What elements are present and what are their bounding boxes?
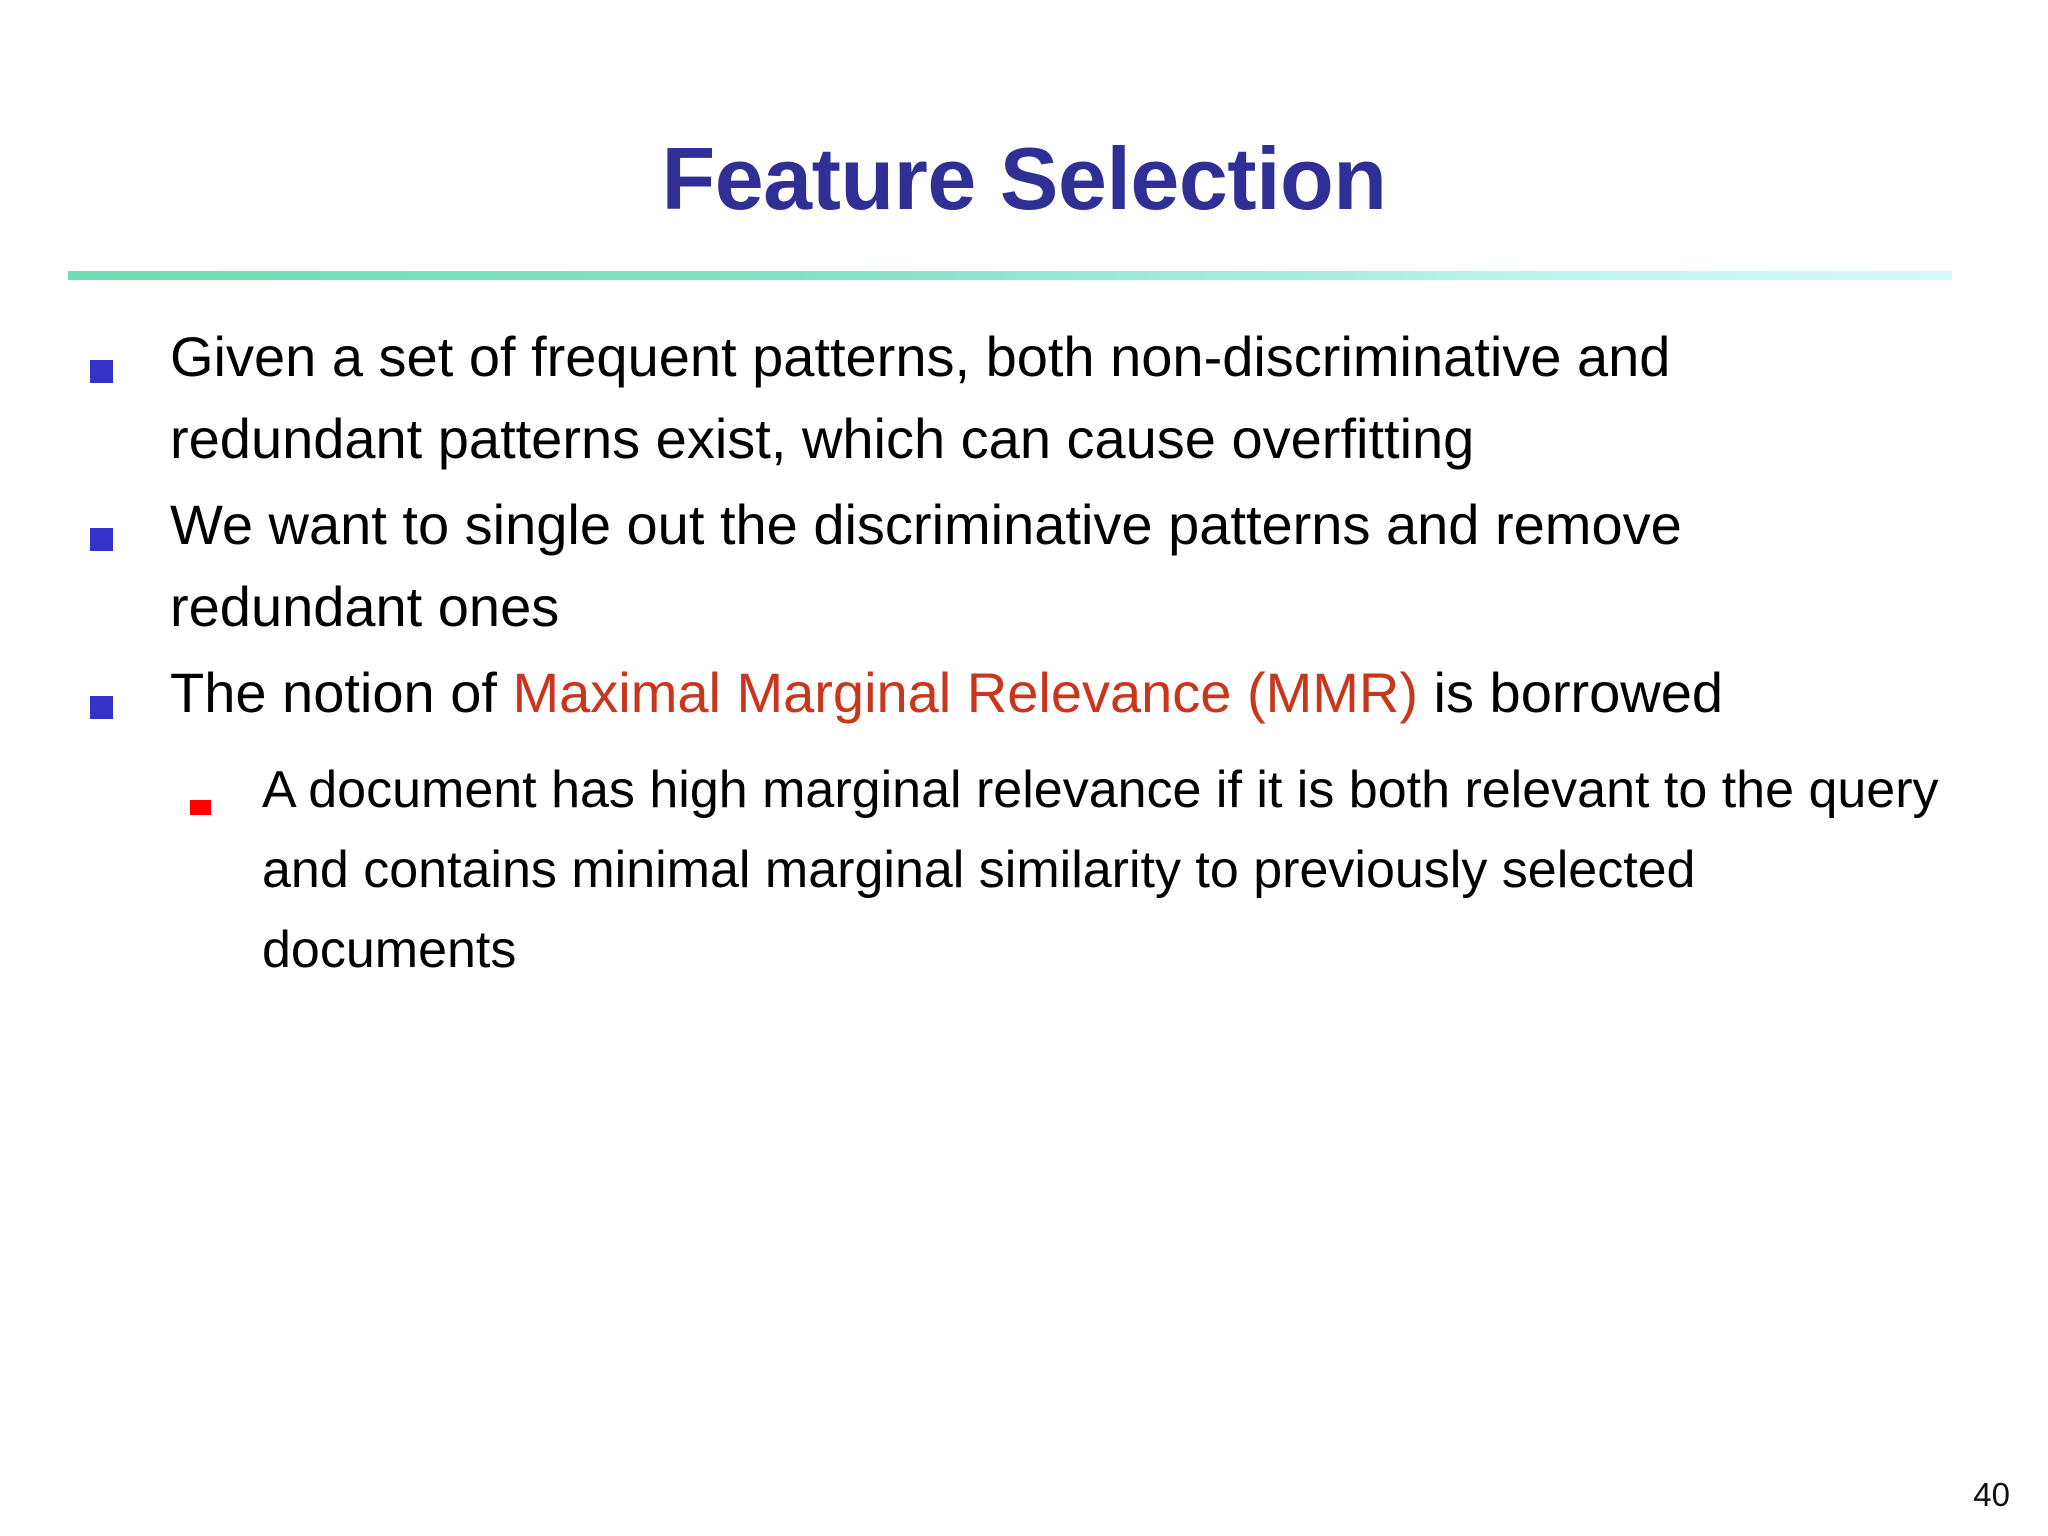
title-divider-rule: [68, 271, 1952, 280]
bullet-square-icon: [90, 528, 113, 551]
bullet-list: Given a set of frequent patterns, both n…: [0, 316, 2048, 990]
list-item-text: Given a set of frequent patterns, both n…: [170, 325, 1671, 470]
mmr-accent-term: Maximal Marginal Relevance (MMR): [512, 661, 1418, 724]
list-item-text: The notion of Maximal Marginal Relevance…: [170, 652, 1920, 734]
page-number: 40: [1973, 1476, 2010, 1513]
sub-list-item: A document has high marginal relevance i…: [0, 750, 2048, 990]
mmr-text-before: The notion of: [170, 661, 513, 724]
list-item-mmr: The notion of Maximal Marginal Relevance…: [0, 652, 2048, 734]
sub-bullet-square-icon: [190, 800, 211, 815]
bullet-square-icon: [90, 360, 113, 383]
mmr-text-after: is borrowed: [1418, 661, 1724, 724]
bullet-square-icon: [90, 696, 113, 719]
list-item-text: We want to single out the discriminative…: [170, 493, 1682, 638]
page-title: Feature Selection: [661, 128, 1387, 228]
list-item: We want to single out the discriminative…: [0, 484, 2048, 648]
sub-list-item-text: A document has high marginal relevance i…: [262, 761, 1939, 979]
list-item: Given a set of frequent patterns, both n…: [0, 316, 2048, 480]
